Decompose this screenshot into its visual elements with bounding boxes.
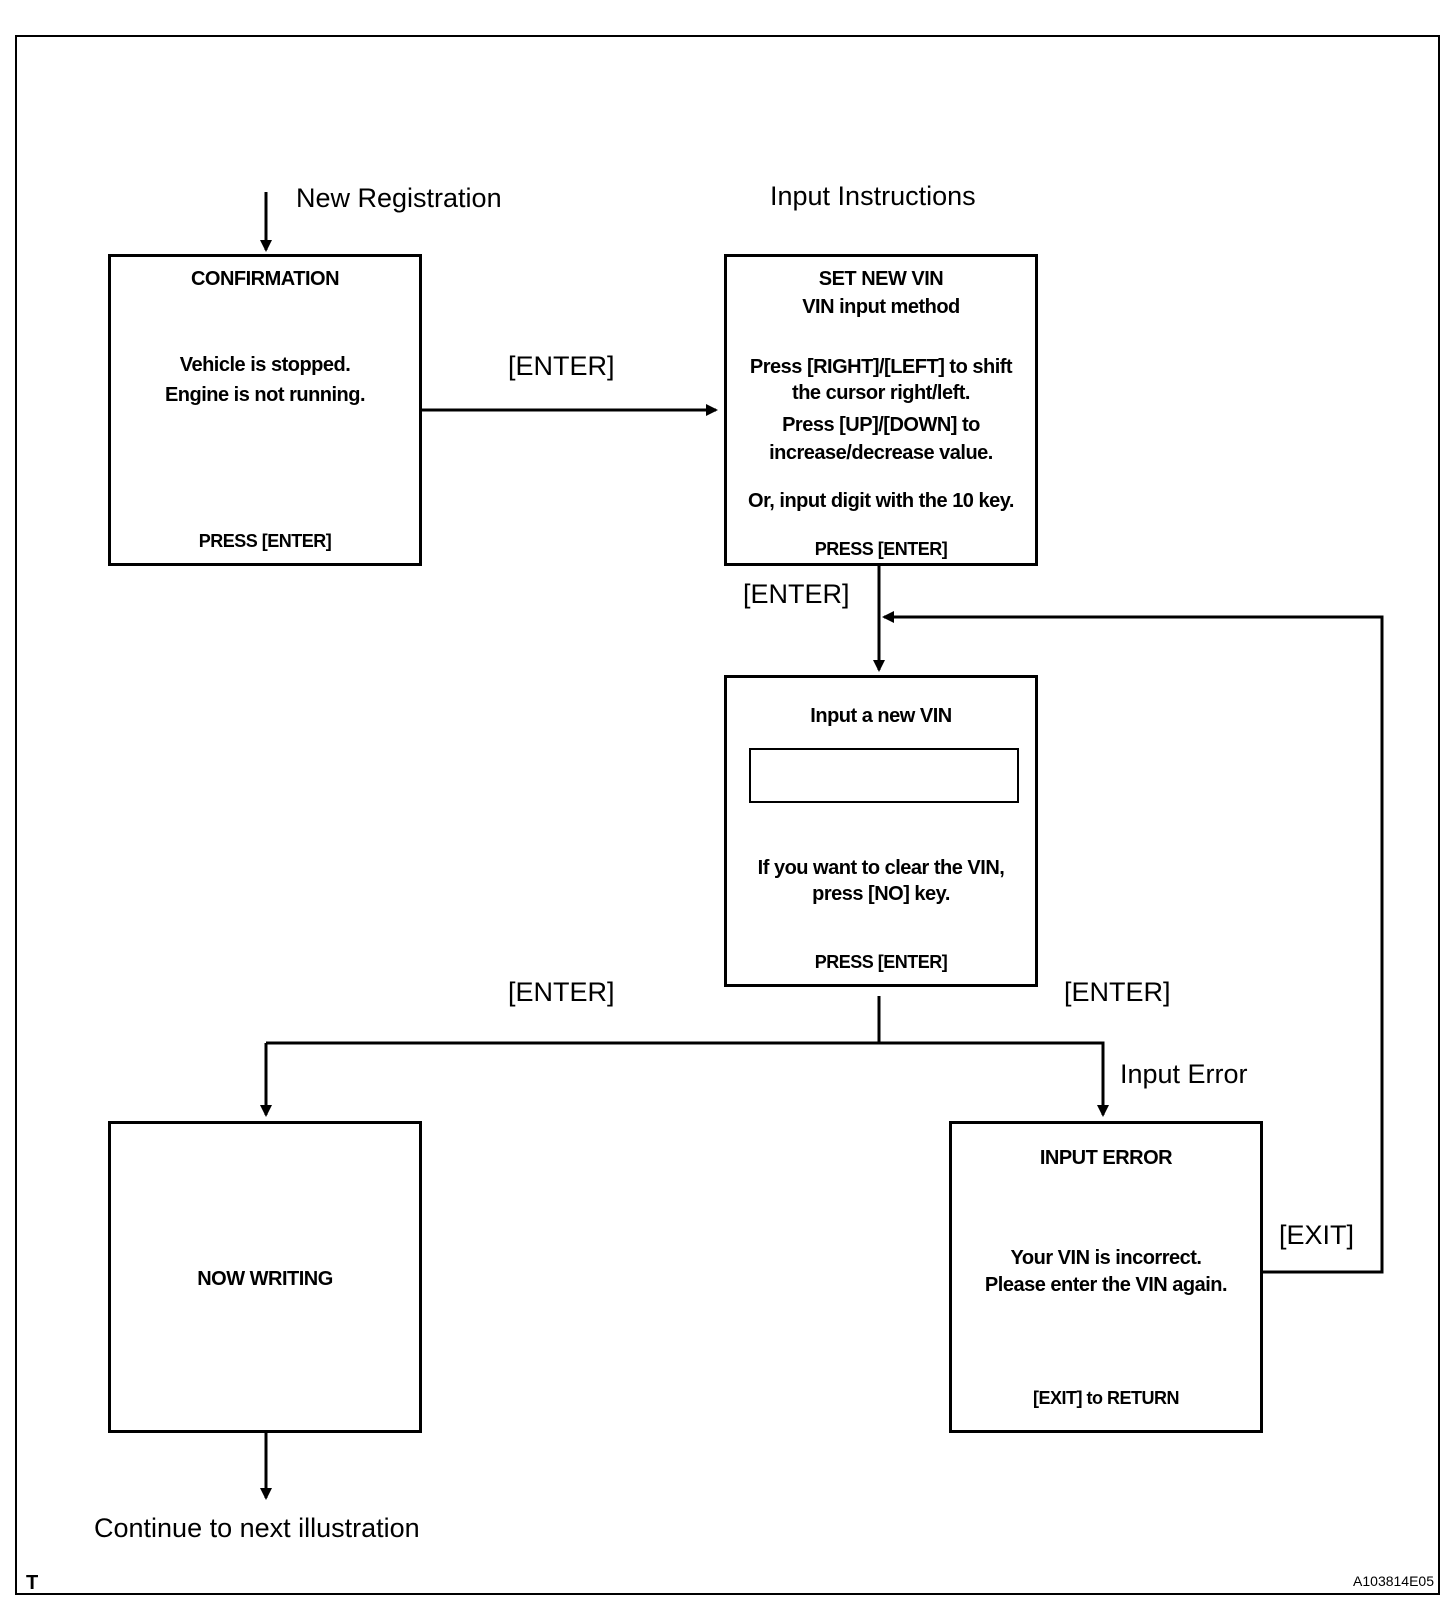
set-new-vin-line-5: Or, input digit with the 10 key. (748, 490, 1014, 512)
now-writing-screen: NOW WRITING (108, 1121, 422, 1433)
enter-label-left: [ENTER] (508, 977, 615, 1007)
corner-letter: T (26, 1572, 39, 1594)
set-new-vin-subtitle: VIN input method (802, 296, 960, 318)
input-new-vin-line-1: If you want to clear the VIN, (757, 857, 1005, 879)
input-error-line-1: Your VIN is incorrect. (1010, 1247, 1202, 1269)
set-new-vin-line-4: increase/decrease value. (769, 442, 993, 464)
enter-label-2: [ENTER] (743, 579, 850, 609)
confirmation-screen: CONFIRMATION Vehicle is stopped. Engine … (108, 254, 422, 566)
input-instructions-label: Input Instructions (770, 181, 976, 211)
confirmation-line-1: Vehicle is stopped. (179, 354, 351, 376)
input-error-line-2: Please enter the VIN again. (984, 1274, 1228, 1296)
exit-return-line (882, 611, 1384, 1274)
input-new-vin-footer: PRESS [ENTER] (814, 952, 948, 972)
input-new-vin-line-2: press [NO] key. (812, 883, 950, 905)
enter-label-right: [ENTER] (1064, 977, 1171, 1007)
branch-line-right (879, 1041, 1109, 1117)
input-error-screen: INPUT ERROR Your VIN is incorrect. Pleas… (949, 1121, 1263, 1433)
now-writing-title: NOW WRITING (197, 1268, 333, 1290)
input-new-vin-screen: Input a new VIN If you want to clear the… (724, 675, 1038, 987)
set-new-vin-screen: SET NEW VIN VIN input method Press [RIGH… (724, 254, 1038, 566)
input-error-label: Input Error (1120, 1059, 1248, 1089)
confirmation-footer: PRESS [ENTER] (198, 531, 332, 551)
set-new-vin-title: SET NEW VIN (818, 268, 944, 290)
set-new-vin-line-3: Press [UP]/[DOWN] to (782, 414, 980, 436)
confirmation-line-2: Engine is not running. (164, 384, 366, 406)
figure-frame (15, 35, 1440, 1595)
input-error-footer: [EXIT] to RETURN (1033, 1388, 1179, 1408)
set-new-vin-footer: PRESS [ENTER] (814, 539, 948, 559)
enter-label-1: [ENTER] (508, 351, 615, 381)
new-registration-label: New Registration (296, 183, 502, 213)
set-new-vin-line-1: Press [RIGHT]/[LEFT] to shift (749, 356, 1013, 378)
figure-id: A103814E05 (1353, 1573, 1434, 1589)
exit-label: [EXIT] (1279, 1220, 1355, 1250)
input-error-title: INPUT ERROR (1039, 1147, 1173, 1169)
confirmation-title: CONFIRMATION (190, 268, 340, 290)
vin-input-field[interactable] (749, 748, 1019, 803)
input-new-vin-title: Input a new VIN (810, 705, 952, 727)
continue-label: Continue to next illustration (94, 1513, 420, 1543)
set-new-vin-line-2: the cursor right/left. (792, 382, 970, 404)
